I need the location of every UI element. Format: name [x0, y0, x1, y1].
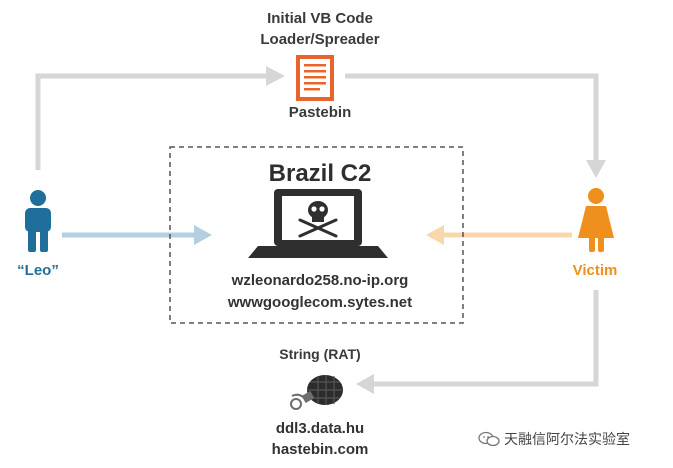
- pastebin-title-line1: Initial VB Code: [267, 10, 373, 27]
- rat-host: ddl3.data.hu: [275, 420, 365, 437]
- c2-domain-list: wzleonardo258.no-ip.org wwwgooglecom.syt…: [170, 270, 470, 314]
- arrow-victim-to-rat: [372, 290, 599, 387]
- wechat-icon: [478, 431, 500, 447]
- woman-icon: [578, 188, 614, 252]
- c2-title: Brazil C2: [268, 160, 372, 187]
- arrowhead-c2-left: [194, 225, 212, 245]
- document-icon: [296, 55, 334, 101]
- watermark: 天融信阿尔法实验室: [478, 427, 668, 451]
- rat-host-list: ddl3.data.hu hastebin.com: [230, 418, 410, 460]
- person-icon: [25, 190, 51, 252]
- rat-host: hastebin.com: [271, 441, 369, 458]
- c2-domain: wzleonardo258.no-ip.org: [231, 272, 409, 289]
- arrowhead-victim: [586, 160, 606, 178]
- c2-domain: wwwgooglecom.sytes.net: [227, 294, 413, 311]
- grenade-icon: [290, 375, 343, 410]
- watermark-text: 天融信阿尔法实验室: [504, 432, 630, 448]
- arrow-pastebin-to-victim: [345, 73, 599, 160]
- laptop-skull-icon: [248, 189, 388, 258]
- arrowhead-pastebin: [266, 66, 285, 86]
- flow-arrows: [35, 73, 599, 387]
- rat-title: String (RAT): [279, 346, 361, 362]
- pastebin-title: Initial VB Code Loader/Spreader: [220, 8, 420, 50]
- victim-label: Victim: [572, 262, 618, 279]
- arrowhead-c2-right: [426, 225, 444, 245]
- c2-box: [169, 146, 464, 324]
- pastebin-title-line2: Loader/Spreader: [260, 31, 380, 48]
- arrow-leo-to-pastebin: [35, 73, 268, 170]
- pastebin-label: Pastebin: [288, 104, 352, 121]
- attacker-label: “Leo”: [17, 262, 59, 279]
- arrowhead-rat: [356, 374, 374, 394]
